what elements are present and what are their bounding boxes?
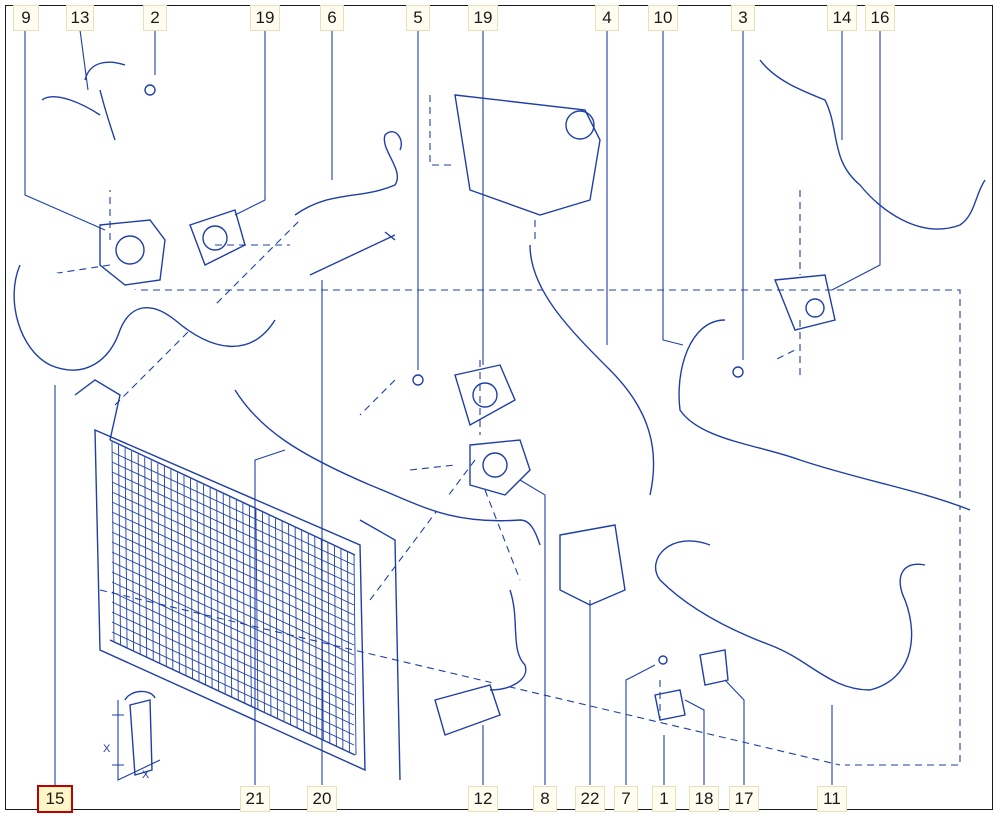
radiator-tube [111,481,355,596]
radiator-tube [111,551,355,666]
callout-bottom-18: 18 [689,786,719,812]
callout-bottom-12: 12 [468,786,498,812]
radiator-fin [353,554,357,756]
radiator-tube [111,571,355,686]
radiator-tube [111,561,355,676]
radiator-tube [111,471,355,586]
radiator-tube [111,541,355,656]
hoses [13,59,986,691]
callout-bottom-11: 11 [817,786,847,812]
radiator-tube [111,581,355,696]
axis-mark-x: X [103,743,111,755]
callout-bottom-8: 8 [533,786,557,812]
radiator-tube [111,521,355,636]
callout-top-14: 14 [827,5,857,31]
callout-top-16: 16 [865,5,895,31]
radiator-tube [111,501,355,616]
components [99,84,836,776]
radiator-tube [111,621,355,736]
radiator [74,379,401,781]
callout-top-3: 3 [731,5,755,31]
callout-bottom-15-highlighted: 15 [37,785,73,813]
callout-bottom-22: 22 [575,786,605,812]
leader-lines [24,29,881,785]
radiator-tube [111,491,355,606]
radiator-tube [111,631,355,746]
callout-bottom-20: 20 [307,786,337,812]
callout-top-5: 5 [406,5,430,31]
radiator-tube [111,531,355,646]
radiator-tube [111,511,355,626]
callout-top-13: 13 [66,5,94,31]
callout-bottom-21: 21 [240,786,270,812]
callout-top-10: 10 [648,5,678,31]
axis-marks: X X [103,700,161,781]
callout-bottom-1: 1 [652,786,676,812]
callout-top-4: 4 [595,5,619,31]
radiator-tube [111,601,355,716]
callout-top-19b: 19 [468,5,498,31]
radiator-tube [111,591,355,706]
diagram-frame [5,5,993,810]
radiator-tube [111,461,355,576]
axis-mark-y: X [142,769,150,781]
radiator-tube [111,611,355,726]
radiator-tube [111,451,355,566]
callout-bottom-17: 17 [729,786,759,812]
callout-top-6: 6 [320,5,344,31]
callout-top-2: 2 [143,5,167,31]
callout-top-9: 9 [13,5,39,31]
callout-top-19a: 19 [250,5,280,31]
callout-bottom-7: 7 [614,786,638,812]
